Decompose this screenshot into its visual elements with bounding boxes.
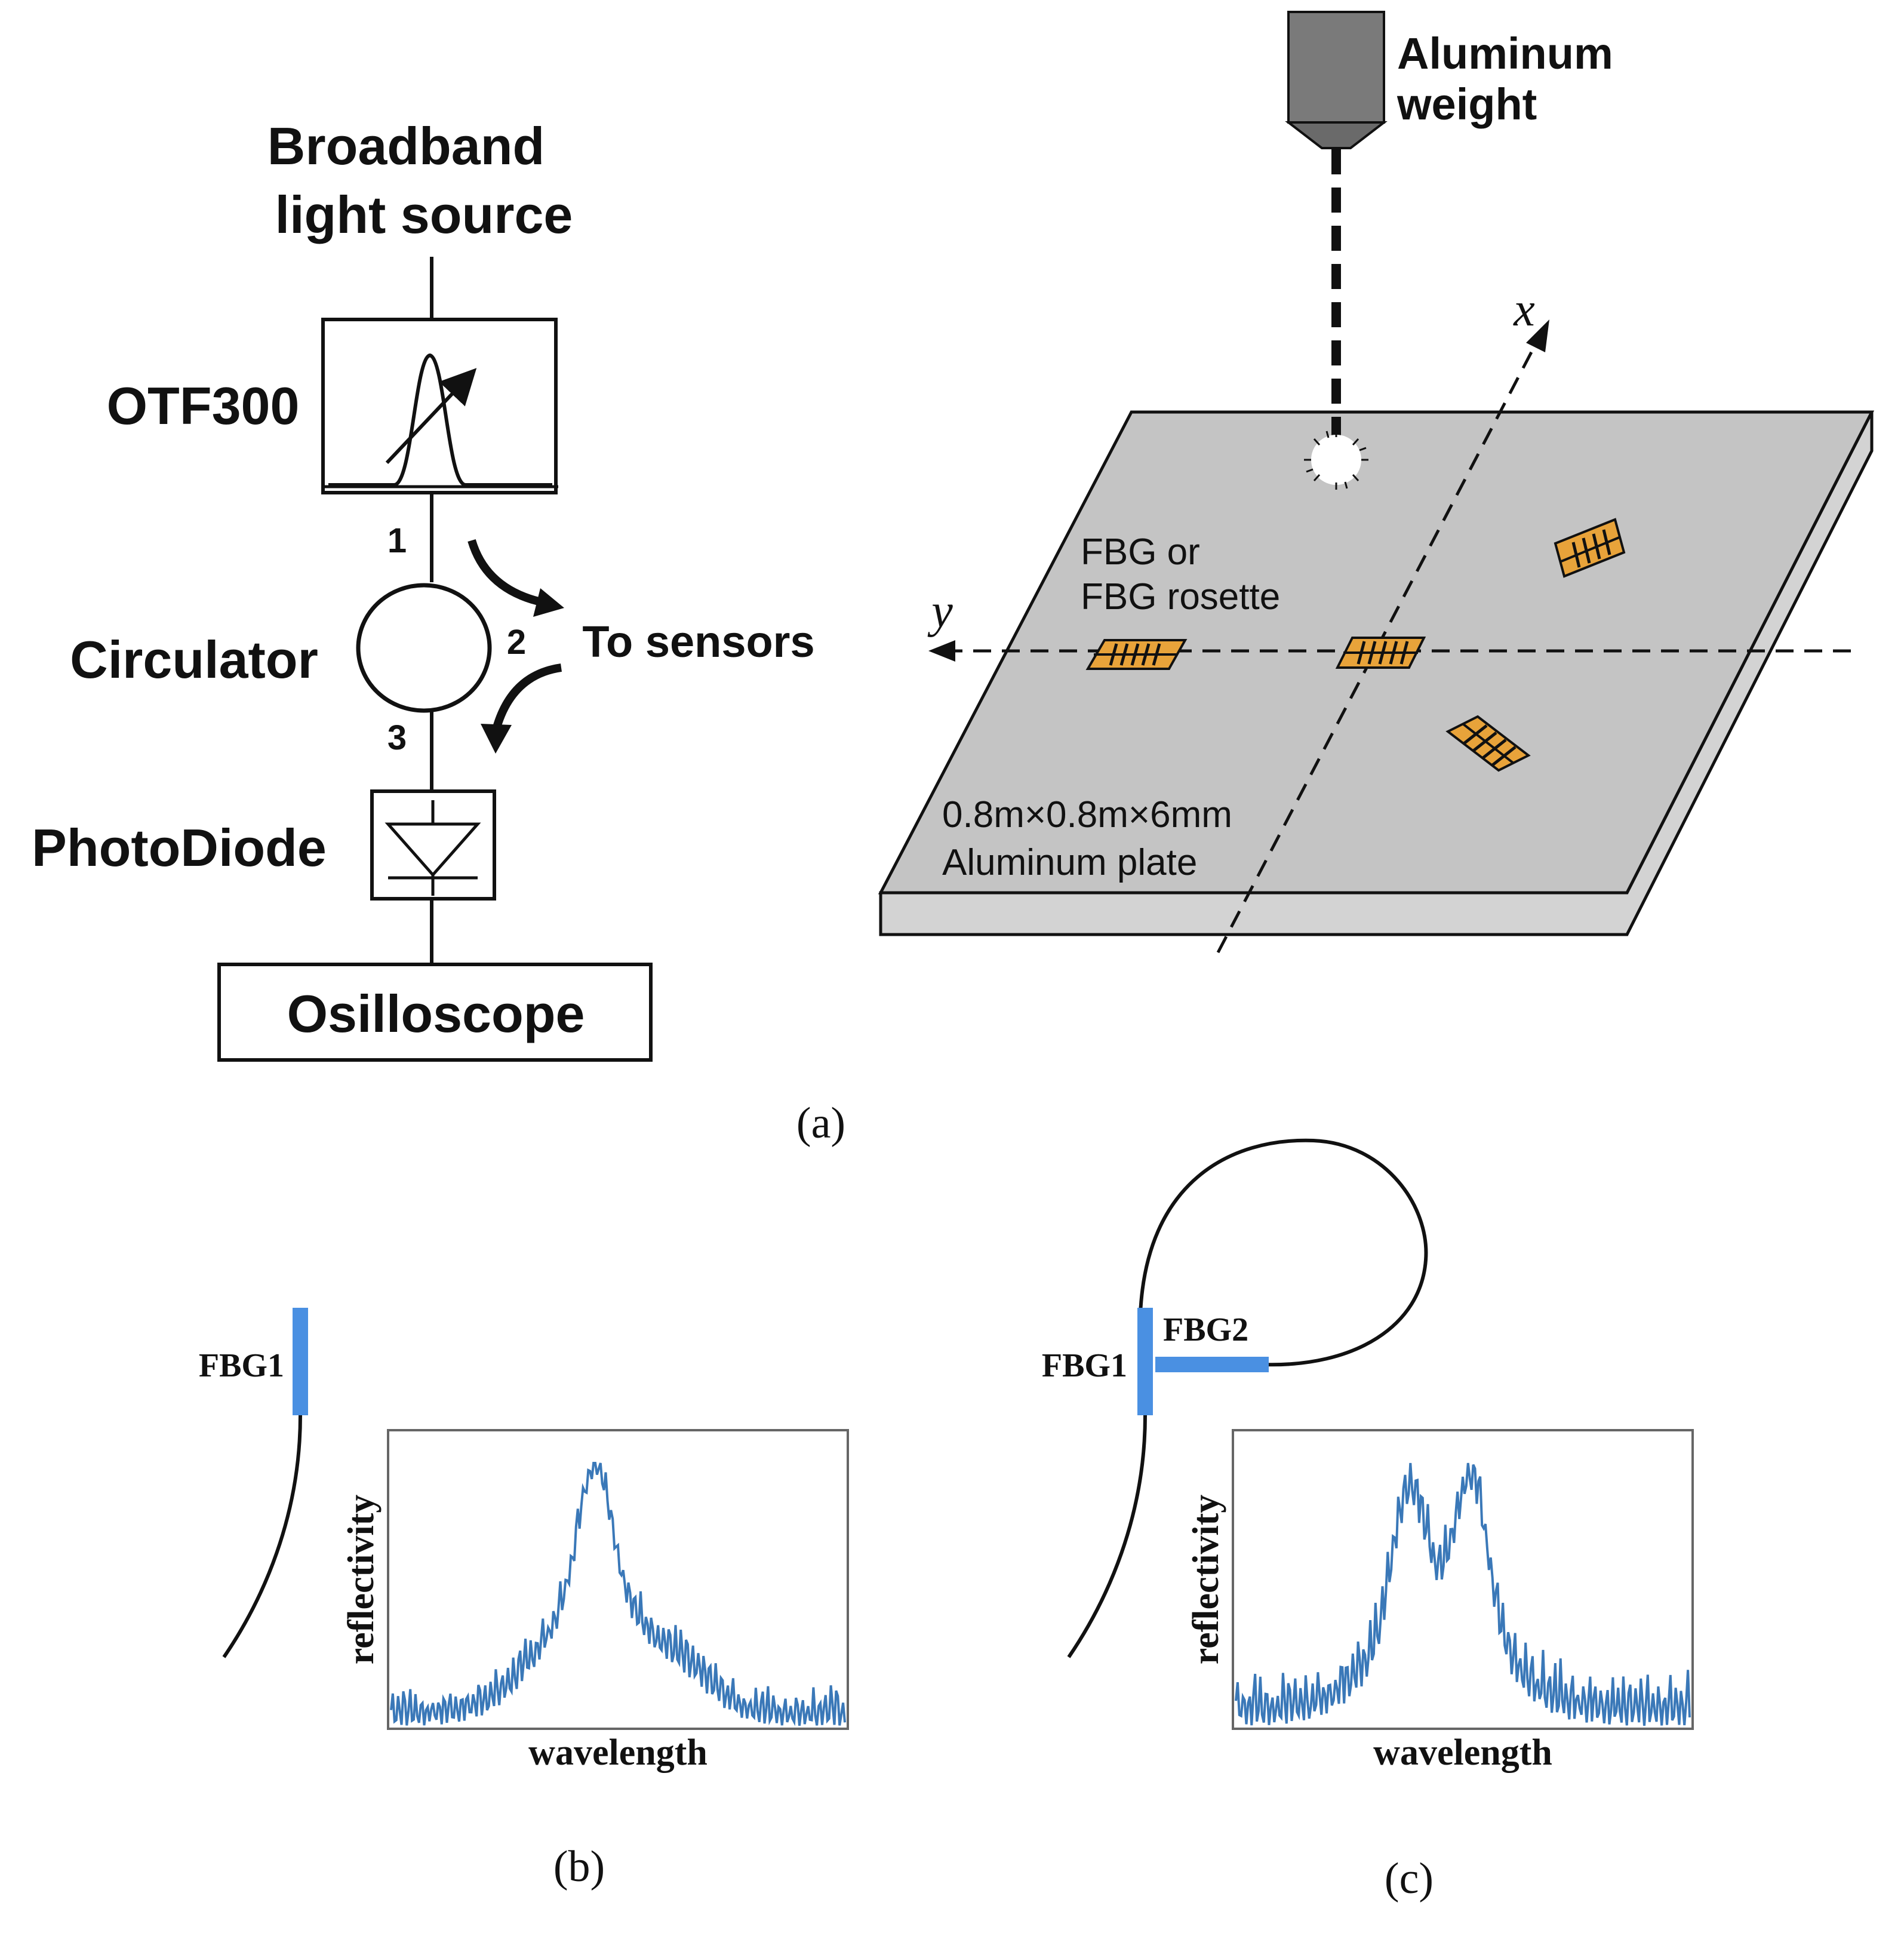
spectrum-c-xlabel: wavelength bbox=[1373, 1732, 1552, 1773]
sensor-left bbox=[1085, 639, 1188, 670]
x-axis-label: x bbox=[1513, 284, 1535, 336]
flow-arrow-out-head-icon bbox=[533, 588, 564, 617]
impact-point-icon bbox=[1304, 430, 1368, 490]
sensor-center bbox=[1335, 637, 1426, 669]
port-2-label: 2 bbox=[507, 623, 526, 662]
photodiode-label: PhotoDiode bbox=[32, 818, 327, 877]
flow-arrow-out bbox=[467, 539, 547, 607]
y-axis-arrow-icon bbox=[928, 640, 955, 662]
source-label-line2: light source bbox=[275, 185, 573, 244]
port-1-label: 1 bbox=[387, 521, 407, 560]
spectrum-b-frame bbox=[387, 1429, 849, 1730]
weight-body bbox=[1287, 11, 1385, 124]
fbg1-grating-c bbox=[1137, 1308, 1153, 1415]
spectrum-b-ylabel: reflectivity bbox=[341, 1495, 382, 1665]
interrogation-chain: Broadband light source OTF300 1 Circulat… bbox=[32, 116, 815, 1062]
fbg-label-line1: FBG or bbox=[1081, 531, 1200, 573]
filter-peak-icon bbox=[328, 353, 552, 487]
fiber-loop-c bbox=[1139, 1138, 1428, 1367]
fbg1-grating bbox=[293, 1308, 308, 1415]
circulator-icon bbox=[356, 583, 492, 713]
sensor-upper-right bbox=[1554, 518, 1626, 578]
diode-icon bbox=[385, 800, 481, 896]
plate-label-line2: Aluminum plate bbox=[942, 842, 1197, 883]
x-axis-arrow-icon bbox=[1526, 319, 1549, 352]
fbg2-label-c: FBG2 bbox=[1163, 1311, 1248, 1348]
fbg1-label-c: FBG1 bbox=[1042, 1347, 1127, 1384]
spectrum-c-ylabel: reflectivity bbox=[1186, 1495, 1226, 1665]
sensor-lower-right bbox=[1445, 715, 1531, 772]
caption-c: (c) bbox=[1385, 1854, 1434, 1903]
fbg1-label: FBG1 bbox=[199, 1347, 284, 1384]
spectrum-c-trace bbox=[1235, 1462, 1691, 1726]
y-axis-label: y bbox=[927, 585, 953, 638]
fbg2-grating-c bbox=[1155, 1357, 1269, 1372]
panel-c: FBG1 FBG2 wavelength reflectivity bbox=[1042, 1138, 1694, 1773]
panel-b: FBG1 wavelength reflectivity bbox=[199, 1308, 849, 1773]
to-sensors-label: To sensors bbox=[582, 617, 814, 666]
source-label-line1: Broadband bbox=[267, 116, 545, 176]
caption-a: (a) bbox=[796, 1099, 845, 1148]
caption-b: (b) bbox=[553, 1842, 605, 1891]
fbg-label-line2: FBG rosette bbox=[1081, 576, 1280, 617]
flow-arrow-in bbox=[491, 663, 562, 733]
spectrum-b-xlabel: wavelength bbox=[528, 1732, 708, 1773]
weight-label-line1: Aluminum bbox=[1397, 29, 1613, 78]
spectrum-b-trace bbox=[390, 1462, 846, 1726]
filter-label: OTF300 bbox=[107, 376, 300, 435]
flow-arrow-in-head-icon bbox=[481, 724, 512, 754]
plate-setup: y x Aluminum weight bbox=[878, 11, 1875, 954]
weight-label-line2: weight bbox=[1397, 79, 1537, 129]
circulator-label: Circulator bbox=[70, 630, 318, 689]
oscilloscope-label: Osilloscope bbox=[287, 984, 585, 1043]
fiber-b bbox=[222, 1415, 302, 1658]
oscilloscope-box bbox=[217, 963, 653, 1062]
fiber-c bbox=[1067, 1415, 1147, 1658]
tunable-arrow-icon bbox=[385, 368, 477, 465]
weight-tip bbox=[1285, 121, 1388, 149]
plate-label-line1: 0.8m×0.8m×6mm bbox=[942, 794, 1232, 835]
port-3-label: 3 bbox=[387, 718, 407, 757]
